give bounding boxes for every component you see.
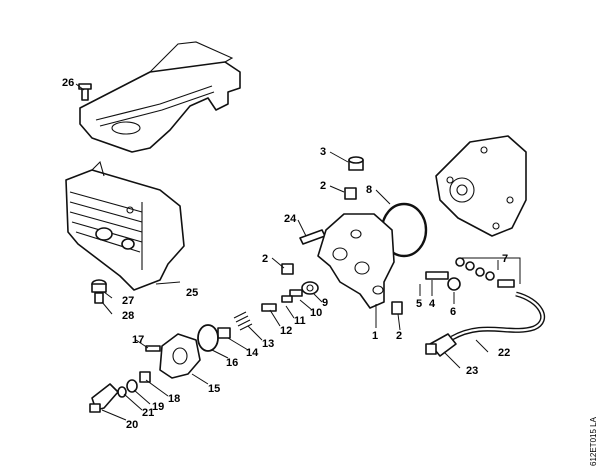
label-14: 14 <box>246 347 259 359</box>
label-21: 21 <box>142 407 154 419</box>
label-13: 13 <box>262 338 274 350</box>
label-2-left: 2 <box>262 253 268 265</box>
label-7: 7 <box>502 253 508 265</box>
label-10: 10 <box>310 307 322 319</box>
label-26: 26 <box>62 77 74 89</box>
part-nozzle-set <box>89 371 151 413</box>
label-15: 15 <box>208 383 220 395</box>
part-nut-2c <box>391 301 403 315</box>
label-22: 22 <box>498 347 510 359</box>
label-24: 24 <box>284 213 297 225</box>
label-2-bottom: 2 <box>396 330 402 342</box>
label-20: 20 <box>126 419 138 431</box>
label-3: 3 <box>320 146 326 158</box>
label-17: 17 <box>132 334 144 346</box>
part-valve-body <box>159 333 201 379</box>
part-fittings-7 <box>425 257 515 291</box>
label-11: 11 <box>294 315 306 327</box>
label-16: 16 <box>226 357 238 369</box>
part-crankcase <box>435 135 527 237</box>
part-screw-17 <box>145 345 161 352</box>
part-coupling-23 <box>425 333 457 357</box>
label-23: 23 <box>466 365 478 377</box>
part-27-28 <box>91 279 107 304</box>
label-9: 9 <box>322 297 328 309</box>
figure-code: 612ET015 LA <box>589 416 598 466</box>
label-12: 12 <box>280 325 292 337</box>
part-plug-3 <box>348 156 364 171</box>
label-6: 6 <box>450 306 456 318</box>
label-5: 5 <box>416 298 422 310</box>
part-number-labels: 26 3 2 8 24 2 7 5 4 6 9 10 11 12 13 14 1… <box>62 77 510 431</box>
part-screw-26 <box>78 83 92 101</box>
label-28: 28 <box>122 310 134 322</box>
label-8: 8 <box>366 184 372 196</box>
part-muffler <box>65 160 185 291</box>
label-4: 4 <box>429 298 436 310</box>
part-valve-spring <box>217 303 277 339</box>
part-nut-2a <box>344 187 357 200</box>
label-19: 19 <box>152 401 164 413</box>
part-nut-2b <box>281 263 294 275</box>
part-hose-22 <box>450 291 546 341</box>
part-top-cover <box>79 41 241 153</box>
leader-lines <box>75 83 521 421</box>
label-27: 27 <box>122 295 134 307</box>
label-2-top: 2 <box>320 180 326 192</box>
label-18: 18 <box>168 393 180 405</box>
label-1: 1 <box>372 330 378 342</box>
part-pump-housing <box>317 213 395 309</box>
part-ring-16 <box>197 324 219 352</box>
part-9-10-11 <box>281 281 319 303</box>
label-25: 25 <box>186 287 198 299</box>
